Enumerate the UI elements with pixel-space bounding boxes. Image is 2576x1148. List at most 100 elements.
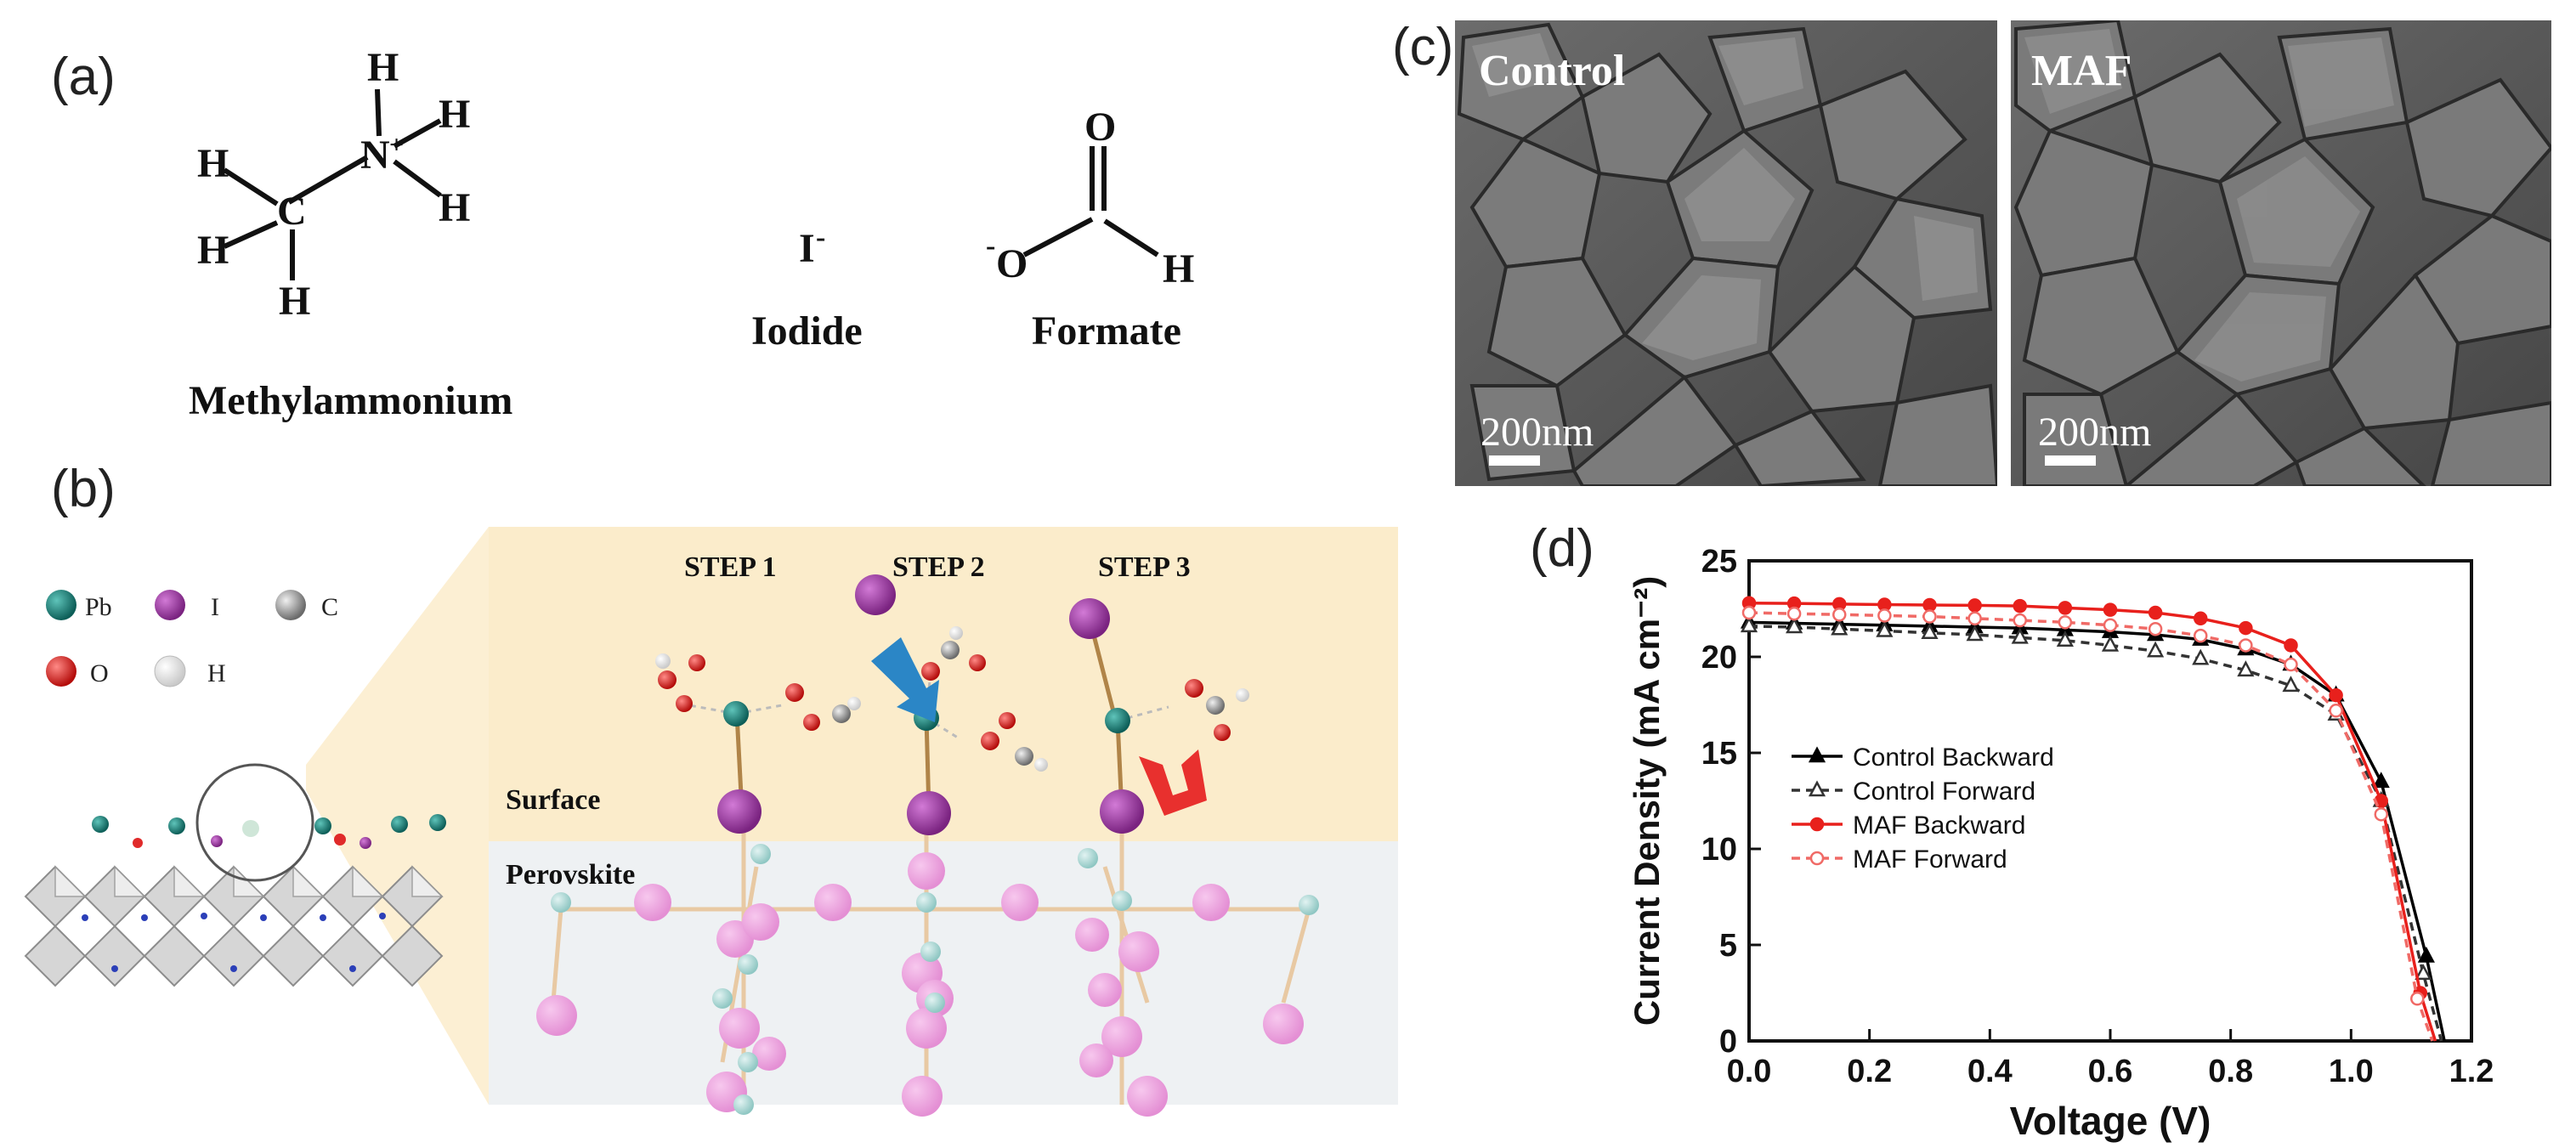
legend-c: C [321, 593, 338, 621]
data-point [2148, 605, 2163, 620]
data-point [2192, 648, 2210, 665]
data-point [2284, 638, 2298, 653]
y-tick-label: 0 [1719, 1024, 1737, 1060]
legend-marker [1809, 851, 1825, 866]
legend-pb-dot [46, 590, 76, 620]
formate-name: Formate [1032, 308, 1181, 353]
series-0 [1740, 612, 2446, 1042]
x-axis-label: Voltage (V) [2010, 1099, 2211, 1143]
formate-o-charge: - [986, 230, 995, 262]
ma-h-right1: H [439, 92, 470, 137]
y-tick-label: 10 [1701, 832, 1737, 868]
data-point [2058, 615, 2073, 630]
step3-label: STEP 3 [1098, 551, 1191, 583]
x-tick-label: 0.8 [2208, 1054, 2253, 1089]
data-point [2101, 635, 2120, 652]
series-2 [1741, 596, 2437, 1042]
sem-maf-image [2011, 20, 2551, 486]
y-tick-label: 25 [1701, 544, 1737, 580]
legend-h-dot [154, 655, 186, 687]
panel-a-structures: H H H H H H C N + Methylammonium I - Iod… [189, 45, 1194, 423]
step2-blue-arrow [871, 637, 939, 722]
series-line [1748, 611, 2434, 1042]
perovskite-slab [24, 763, 446, 987]
atom-legend: Pb I C O H [46, 590, 338, 687]
formate-o-top: O [1084, 105, 1116, 150]
panel-b-mechanism: Pb I C O H [24, 527, 1398, 1117]
step1-label: STEP 1 [684, 551, 777, 583]
step2-label: STEP 2 [892, 551, 985, 583]
ma-h-right2: H [439, 185, 470, 230]
sem-maf-scalebar [2045, 455, 2096, 466]
data-point [2239, 638, 2253, 653]
data-point [2013, 598, 2027, 614]
legend-entry: MAF Backward [1853, 812, 2025, 840]
iodide-charge: - [816, 222, 825, 253]
data-point [2103, 602, 2118, 617]
data-point [2013, 613, 2027, 628]
bulk-region [489, 841, 1398, 1105]
x-tick-label: 0.0 [1727, 1054, 1772, 1089]
ma-h-left2: H [197, 228, 229, 273]
x-tick-label: 0.2 [1847, 1054, 1892, 1089]
panel-d-label: (d) [1530, 519, 1594, 578]
data-point [2410, 992, 2425, 1006]
data-point [1922, 597, 1937, 613]
bulk-atoms [536, 844, 1319, 1117]
data-point [1786, 606, 1802, 621]
data-point [2194, 611, 2208, 626]
legend-o: O [90, 659, 109, 687]
data-point [2056, 631, 2074, 648]
x-tick-label: 0.4 [1967, 1054, 2013, 1089]
y-axis-label: Current Density (mA cm⁻²) [1627, 576, 1667, 1026]
x-tick-label: 1.2 [2449, 1054, 2494, 1089]
sem-control-scalebar [1489, 455, 1540, 466]
data-point [2194, 628, 2208, 643]
y-tick-label: 15 [1701, 736, 1737, 772]
data-point [1966, 625, 1984, 642]
legend-entry: MAF Forward [1853, 845, 2007, 874]
data-point [2239, 620, 2253, 636]
ma-name: Methylammonium [189, 378, 512, 423]
series-3 [1741, 605, 2434, 1042]
formate-o-left: O [996, 241, 1028, 286]
data-point [2103, 618, 2118, 632]
ma-nitrogen: N [360, 133, 390, 178]
data-point [1921, 623, 1939, 639]
perovskite-label: Perovskite [506, 859, 635, 891]
sem-maf-title: MAF [2031, 47, 2132, 95]
data-point [2282, 676, 2300, 693]
y-tick-label: 5 [1719, 928, 1737, 964]
data-point [2011, 627, 2029, 644]
data-point [2284, 657, 2298, 672]
x-tick-label: 1.0 [2329, 1054, 2374, 1089]
legend-marker [1808, 780, 1826, 797]
legend-o-dot [46, 656, 76, 687]
data-point [2148, 621, 2163, 636]
data-point [1740, 616, 1758, 633]
data-point [1967, 611, 1982, 626]
legend-entry: Control Forward [1853, 778, 2035, 806]
legend-marker [1809, 817, 1825, 832]
ma-h-left1: H [197, 141, 229, 186]
ma-n-charge: + [389, 131, 404, 159]
formate-h: H [1163, 246, 1194, 291]
ma-carbon: C [277, 189, 307, 234]
legend-i-dot [155, 590, 185, 620]
iodide-symbol: I [799, 226, 815, 271]
legend-h: H [207, 659, 226, 687]
ma-h-bottom: H [279, 279, 310, 324]
ma-h-top: H [367, 45, 399, 90]
legend-pb: Pb [85, 593, 112, 621]
zoom-circle [195, 763, 314, 882]
surface-atoms [655, 574, 1249, 835]
data-point [1967, 598, 1982, 613]
step3-red-arrow [1139, 749, 1207, 816]
panel-c-sem: Control MAF 200nm 200nm [1455, 20, 2551, 486]
data-point [2329, 704, 2343, 718]
panel-c-label: (c) [1392, 18, 1454, 76]
panel-b-label: (b) [51, 460, 116, 518]
legend-marker [1808, 746, 1826, 763]
